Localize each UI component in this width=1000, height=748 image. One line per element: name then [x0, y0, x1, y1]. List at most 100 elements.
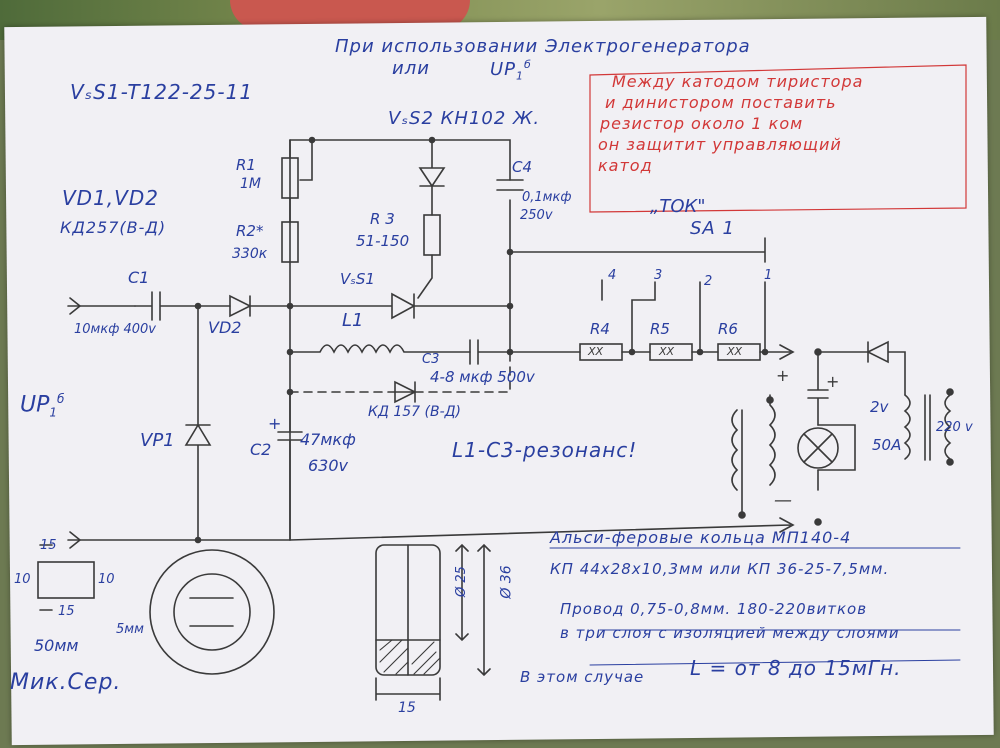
title-line1: При использовании Электрогенератора — [335, 36, 751, 57]
resistor-r2 — [281, 221, 299, 263]
switch-contact-3 — [631, 281, 656, 353]
dim-15 — [375, 677, 441, 701]
note-line: он защитит управляющий — [598, 135, 842, 154]
author-signature: Мик.Сер. — [10, 670, 122, 695]
c4-value-1: 0,1мкф — [522, 190, 572, 205]
wire-line2: в три слоя с изоляцией между слоями — [560, 624, 900, 642]
l1-label: L1 — [342, 310, 364, 331]
switch-num-3: 3 — [654, 268, 663, 283]
thyristor-vs1 — [289, 292, 511, 320]
vs1-small-label: VₛS1 — [340, 270, 375, 288]
note-line: Между катодом тиристора — [612, 72, 864, 91]
top-wire — [289, 139, 511, 353]
c2-label: С2 — [250, 440, 272, 459]
r2-value: 330к — [232, 246, 268, 262]
lamp-icon — [797, 427, 839, 469]
vd-value: КД257(В-Д) — [60, 218, 167, 237]
transformer-up1 — [731, 394, 776, 516]
dim-d25-label: Ø 25 — [453, 566, 469, 597]
c4-label: С4 — [512, 158, 533, 176]
up1-label: UP1б — [20, 392, 65, 420]
r1-value: 1М — [240, 176, 261, 192]
diode-vd2 — [229, 294, 291, 318]
switch-num-1: 1 — [764, 268, 773, 283]
switch-num-2: 2 — [704, 274, 713, 289]
r3-value: 51-150 — [356, 232, 410, 250]
r5-label: R5 — [650, 320, 670, 338]
r4-mark: XX — [588, 345, 604, 358]
r4-label: R4 — [590, 320, 610, 338]
resonance-note: L1-С3-резонанс! — [452, 438, 638, 462]
dinistor-vs2 — [418, 139, 446, 216]
capacitor-c2 — [277, 391, 303, 541]
core-line1: Альси-феровые кольца МП140-4 — [550, 528, 852, 547]
inductor-l1 — [289, 344, 471, 354]
toroid-inner — [173, 573, 251, 651]
r1-label: R1 — [236, 156, 256, 174]
plate-sketch — [37, 561, 95, 599]
c3-label: С3 — [422, 352, 440, 367]
title-line2: или — [392, 58, 430, 79]
r6-mark: XX — [727, 345, 743, 358]
c3-value: 4-8 мкф 500v — [430, 368, 535, 386]
kd157-label: КД 157 (В-Д) — [368, 404, 462, 420]
toroid-outer — [149, 549, 275, 675]
voltage-2v: 2v — [870, 398, 889, 416]
r6-label: R6 — [718, 320, 738, 338]
c2-value-2: 630v — [308, 456, 349, 475]
wire-line3-b: L = от 8 до 15мГн. — [690, 656, 902, 680]
transformer-220 — [903, 394, 952, 461]
capacitor-c4 — [496, 179, 524, 191]
dim-10-left: 10 — [14, 572, 31, 587]
dim-50mm: 50мм — [34, 636, 79, 655]
wire-line3-a: В этом случае — [520, 668, 645, 686]
c2-value-1: 47мкф — [300, 430, 356, 449]
plus-sign: + — [776, 366, 790, 385]
note-line: катод — [598, 156, 653, 175]
dim-15-top: 15 — [40, 538, 57, 553]
r2-label: R2* — [236, 222, 264, 240]
vs2-label: VₛS2 КН102 Ж. — [388, 108, 541, 129]
diode-kd157 — [289, 351, 511, 393]
test-wire — [807, 351, 829, 491]
minus-sign: — — [774, 490, 792, 511]
dim-15-bottom: 15 — [58, 604, 75, 619]
vs1-label: VₛS1-T122-25-11 — [70, 80, 254, 104]
switch-num-4: 4 — [608, 268, 617, 283]
diode-vp1 — [184, 305, 212, 541]
dim-5mm: 5мм — [116, 622, 144, 637]
core-line2: КП 44х28х10,3мм или КП 36-25-7,5мм. — [550, 560, 890, 578]
wire-line1: Провод 0,75-0,8мм. 180-220витков — [560, 600, 868, 618]
sa1-wire — [509, 237, 766, 263]
note-line: резистор около 1 ком — [600, 114, 804, 133]
r1-wiper — [299, 139, 313, 181]
dim-d36 — [477, 543, 491, 677]
note-line: и динистором поставить — [605, 93, 837, 112]
sa1-label: SА 1 — [690, 218, 735, 239]
plus-sign-2: + — [826, 372, 840, 391]
note-box — [589, 64, 967, 213]
vd-label: VD1,VD2 — [62, 186, 159, 210]
dim-15-ring-label: 15 — [398, 700, 416, 716]
capacitor-c1 — [134, 291, 231, 321]
hatch — [379, 639, 441, 675]
c1-value: 10мкф 400v — [74, 322, 156, 337]
input-arrow — [69, 297, 82, 315]
c2-plus: + — [268, 414, 282, 433]
dim-d25 — [455, 543, 469, 642]
vd2-label: VD2 — [208, 318, 242, 337]
r3-label: R 3 — [370, 210, 395, 228]
current-50a: 50А — [872, 436, 902, 454]
resistor-r3 — [423, 214, 441, 256]
voltage-220v: 220 v — [936, 420, 973, 435]
capacitor-c3 — [469, 339, 581, 365]
vp1-label: VP1 — [140, 430, 175, 451]
c4-value-2: 250v — [520, 208, 553, 223]
dim-d36-label: Ø 36 — [498, 565, 515, 599]
bottom-rail — [67, 517, 795, 541]
dim-10-right: 10 — [98, 572, 115, 587]
r5-mark: XX — [659, 345, 675, 358]
tok-label: „ТОК" — [650, 196, 706, 217]
title-line2-up: UP1б — [490, 58, 532, 83]
